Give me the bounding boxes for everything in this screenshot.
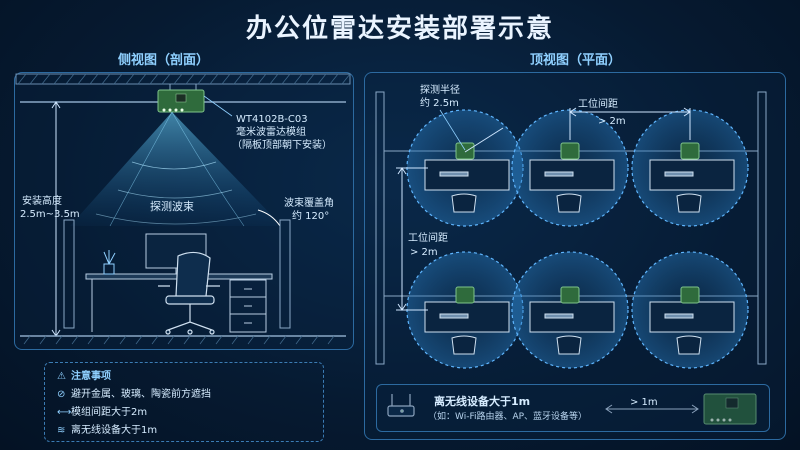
partition-left bbox=[63, 219, 75, 329]
v-spacing-value: > 2m bbox=[410, 247, 438, 258]
warning-icon: ⚠ bbox=[57, 371, 66, 382]
spacing-icon: ⟷ bbox=[57, 407, 72, 418]
notes-heading: ⚠注意事项 bbox=[57, 371, 111, 382]
notes-box: ⚠注意事项 ⊘避开金属、玻璃、陶瓷前方遮挡 ⟷模组间距大于2m ≋离无线设备大于… bbox=[44, 362, 324, 442]
radar-module bbox=[157, 89, 205, 113]
partition-right bbox=[279, 219, 291, 329]
horizontal-spacing-dimension bbox=[569, 107, 691, 140]
module-note-label: （隔板顶部朝下安装） bbox=[232, 140, 332, 151]
wifi-router-icon bbox=[387, 394, 415, 417]
radius-callout bbox=[439, 109, 466, 151]
page-title: 办公位雷达安装部署示意 bbox=[245, 14, 554, 44]
wireless-icon: ≋ bbox=[57, 425, 66, 436]
h-spacing-label: 工位间距 bbox=[578, 99, 618, 110]
module-name-label: WT4102B-C03 bbox=[236, 114, 308, 125]
height-label: 安装高度 bbox=[22, 196, 62, 207]
module-callout-line bbox=[203, 95, 233, 117]
angle-arc bbox=[257, 209, 281, 227]
side-view-heading: 侧视图（剖面） bbox=[118, 53, 210, 68]
office-chair bbox=[158, 251, 220, 335]
vertical-spacing-dimension bbox=[396, 167, 428, 311]
angle-label: 波束覆盖角 bbox=[284, 198, 334, 209]
workstation-row-2 bbox=[424, 301, 735, 355]
legend-detail: （如：Wi-Fi路由器、AP、蓝牙设备等） bbox=[428, 412, 588, 422]
note-item: ≋离无线设备大于1m bbox=[57, 425, 158, 436]
sensor-modules bbox=[455, 142, 700, 304]
beam-label: 探测波束 bbox=[150, 200, 194, 213]
ceiling bbox=[15, 73, 351, 85]
top-view-heading: 顶视图（平面） bbox=[530, 53, 622, 68]
workstation-row-1 bbox=[424, 159, 735, 213]
legend-distance: > 1m bbox=[630, 397, 658, 408]
angle-value: 约 120° bbox=[292, 211, 330, 222]
note-item: ⟷模组间距大于2m bbox=[57, 407, 148, 418]
note-item: ⊘避开金属、玻璃、陶瓷前方遮挡 bbox=[57, 389, 211, 400]
height-value: 2.5m~3.5m bbox=[20, 209, 80, 220]
legend-title: 离无线设备大于1m bbox=[434, 395, 531, 408]
no-entry-icon: ⊘ bbox=[57, 389, 66, 400]
plant bbox=[103, 250, 116, 275]
legend-radar-module bbox=[703, 393, 757, 425]
h-spacing-value: > 2m bbox=[598, 116, 626, 127]
radius-line bbox=[464, 127, 504, 153]
radius-value: 约 2.5m bbox=[420, 98, 459, 109]
module-desc-label: 毫米波雷达模组 bbox=[236, 127, 306, 138]
radius-label: 探测半径 bbox=[420, 85, 460, 96]
wireless-legend-box bbox=[376, 384, 770, 432]
distance-arrow bbox=[605, 404, 699, 414]
v-spacing-label: 工位间距 bbox=[408, 233, 448, 244]
